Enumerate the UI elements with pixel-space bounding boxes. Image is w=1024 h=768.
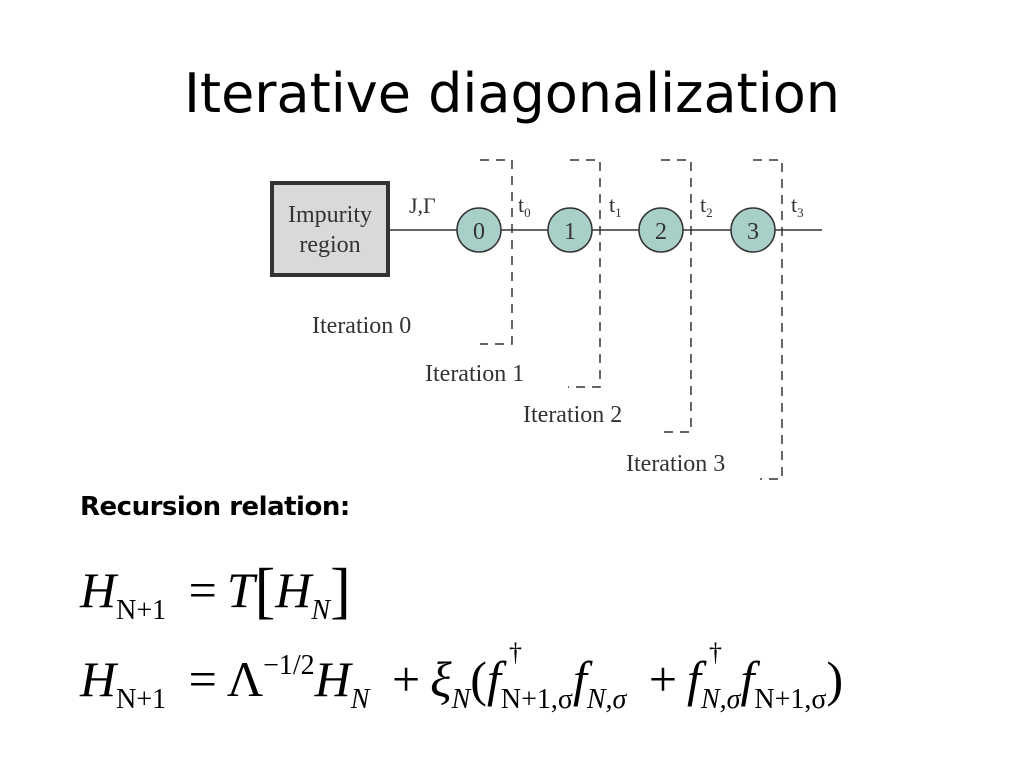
slide-title: Iterative diagonalization [183,62,840,125]
site-label: 2 [655,219,667,245]
eq2-dagger-c: † [709,638,723,667]
eq2-equals: = [188,651,217,707]
eq2-f-dag-c: f [687,651,701,707]
eq1-left-bracket: [ [254,557,276,625]
equation-1: HN+1 =T[HN] [80,560,351,625]
eq2-H: H [80,651,117,707]
eq1-H: H [80,562,117,618]
iteration-1-label: Iteration 1 [425,361,524,387]
eq2-sub-c: N,σ [700,684,741,715]
iteration-1-bracket [568,159,601,388]
site-3: 3 [730,207,776,253]
iteration-2-bracket [659,159,692,433]
impurity-label-2: region [299,232,360,258]
eq2-f-dag-a: f [486,651,501,707]
eq1-equals: = [188,562,217,618]
eq2-exponent: −1/2 [263,650,315,681]
eq2-left-paren: ( [470,651,487,707]
eq2-sub-N1: N+1 [116,684,167,715]
iteration-2-label: Iteration 2 [523,402,622,428]
eq2-dagger-a: † [508,638,522,667]
impurity-box [270,181,390,277]
eq2-plus-1: + [391,651,421,707]
eq2-sub-xi: N [451,684,471,715]
hopping-t3: t3 [791,192,804,220]
hopping-t2: t2 [700,192,713,220]
eq1-T: T [226,562,255,618]
hopping-t1: t1 [609,192,622,220]
eq2-f-b: f [572,651,587,707]
iteration-3-bracket [753,159,783,480]
iteration-3-label: Iteration 3 [626,451,725,477]
eq1-sub-N: N [311,595,331,626]
eq1-sub-N1: N+1 [116,595,167,626]
eq2-lambda: Λ [226,651,264,707]
site-label: 1 [564,219,576,245]
site-label: 0 [473,219,485,245]
equation-2: HN+1 =Λ−1/2HN +ξN(f†N+1,σfN,σ +f†N,σfN+1… [80,640,844,715]
site-0: 0 [456,207,502,253]
hopping-t0: t0 [518,192,531,220]
eq1-right-bracket: ] [330,557,351,625]
eq2-f-d: f [740,651,755,707]
site-2: 2 [638,207,684,253]
eq2-sub-d: N+1,σ [754,684,827,715]
eq2-sub-a: N+1,σ [500,684,573,715]
recursion-heading: Recursion relation: [80,492,350,522]
iteration-0-bracket [480,159,513,345]
eq2-plus-2: + [648,651,678,707]
eq2-HN: H [314,651,351,707]
eq2-sub-N: N [350,684,370,715]
eq1-HN: H [275,562,312,618]
iteration-diagram: Impurity region J,Γ 0 1 2 3 t0 t1 t2 t3 … [270,159,822,480]
eq2-right-paren: ) [826,651,844,707]
eq2-xi: ξ [430,651,452,707]
impurity-label-1: Impurity [288,202,372,228]
site-label: 3 [747,219,759,245]
iteration-0-label: Iteration 0 [312,313,411,339]
site-1: 1 [547,207,593,253]
eq2-sub-b: N,σ [586,684,627,715]
coupling-label: J,Γ [409,193,436,218]
